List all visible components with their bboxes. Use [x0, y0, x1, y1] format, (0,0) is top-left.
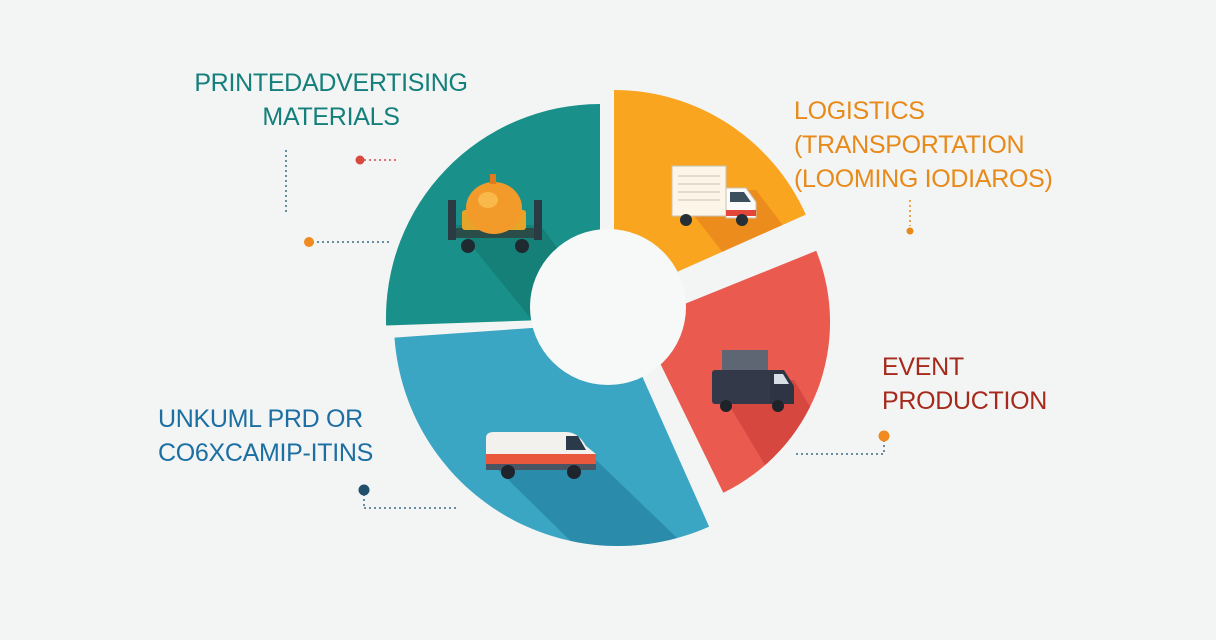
- marker-dot: [878, 430, 890, 442]
- connector-logistics: [906, 200, 914, 235]
- box-truck-icon: [671, 165, 757, 226]
- label-line: PRINTEDADVERTISING: [194, 69, 468, 97]
- label-line: LOGISTICS: [794, 97, 925, 125]
- connector-event: [796, 430, 890, 455]
- marker-dot: [355, 155, 365, 165]
- label-line: (LOOMING IODIAROS): [794, 165, 1053, 193]
- label-line: UNKUML PRD OR: [158, 405, 363, 433]
- connector-printed: [285, 150, 396, 247]
- label-line: MATERIALS: [262, 103, 400, 131]
- delivery-van-icon: [712, 350, 794, 412]
- label-line: EVENT: [882, 353, 964, 381]
- cargo-vehicle-icon: [448, 174, 542, 253]
- label-printed-advertising: PRINTEDADVERTISING MATERIALS: [178, 66, 484, 134]
- passenger-van-icon: [486, 432, 596, 479]
- connector-campaigns: [358, 484, 456, 509]
- label-line: CO6XCAMIP-ITINS: [158, 439, 373, 467]
- marker-dot: [304, 237, 314, 247]
- label-event-production: EVENT PRODUCTION: [882, 350, 1047, 418]
- label-line: (TRANSPORTATION: [794, 131, 1025, 159]
- label-logistics: LOGISTICS (TRANSPORTATION (LOOMING IODIA…: [794, 94, 1053, 196]
- segment-campaigns-shadow: [488, 460, 700, 546]
- marker-dot: [358, 484, 370, 496]
- donut-hole: [530, 229, 686, 385]
- marker-dot: [906, 227, 914, 235]
- label-campaigns: UNKUML PRD OR CO6XCAMIP-ITINS: [158, 402, 373, 470]
- label-line: PRODUCTION: [882, 387, 1048, 415]
